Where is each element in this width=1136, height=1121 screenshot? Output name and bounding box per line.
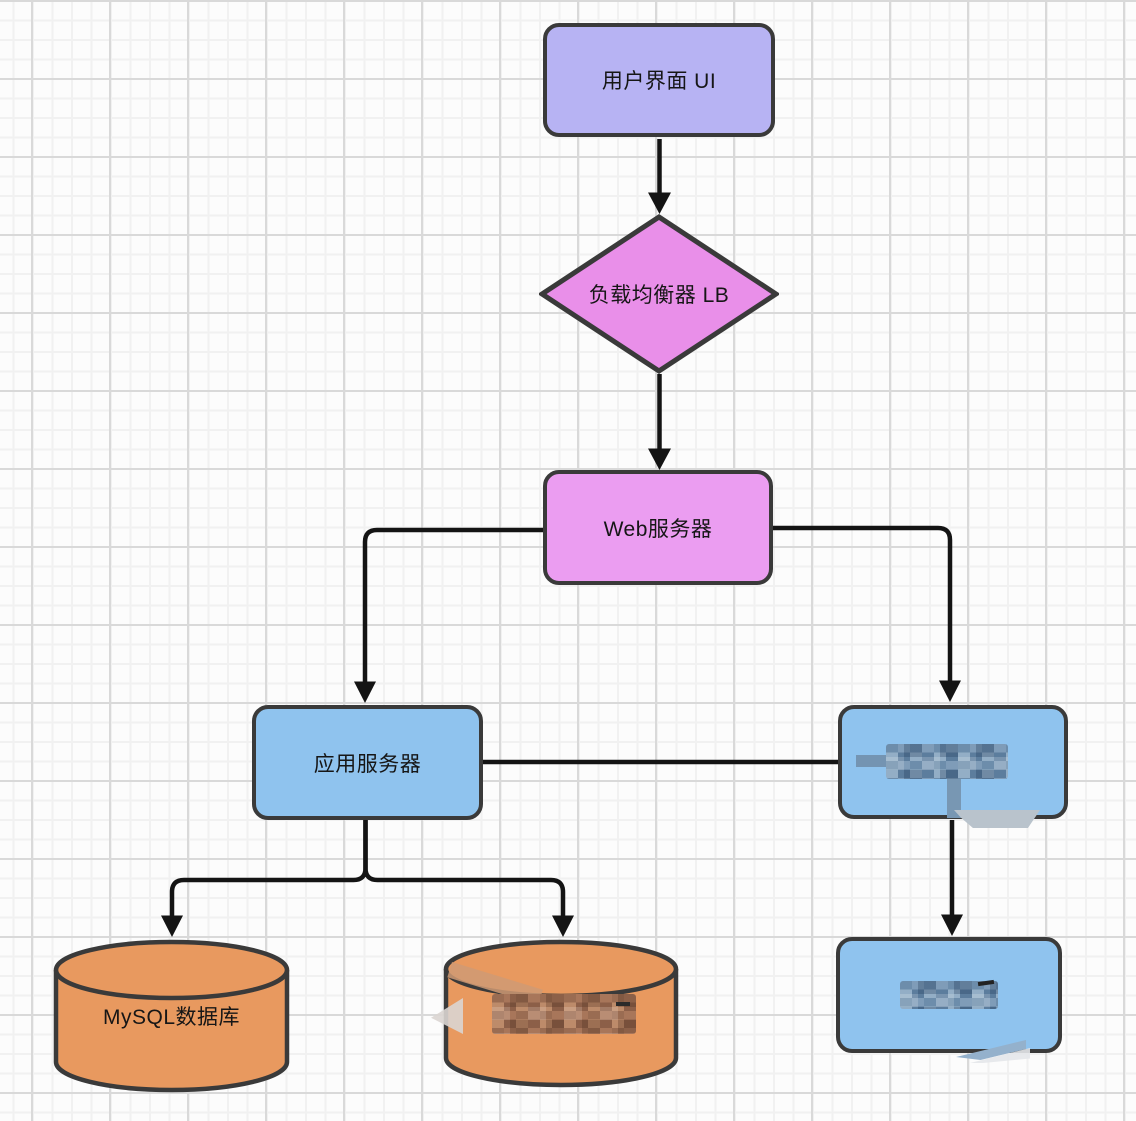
arrowhead-icon xyxy=(354,681,376,703)
redaction-mark xyxy=(616,1002,630,1006)
redaction-mosaic xyxy=(492,994,636,1034)
node-load-balancer[interactable]: 负载均衡器 LB xyxy=(539,214,779,374)
arrowhead-icon xyxy=(161,915,183,937)
node-web-server[interactable]: Web服务器 xyxy=(543,470,773,585)
node-load-balancer-label: 负载均衡器 LB xyxy=(588,284,730,307)
redaction-mosaic xyxy=(900,981,998,1009)
diamond-shape xyxy=(539,214,779,374)
edge-ui-to-lb xyxy=(648,139,671,214)
edge-lb-to-web xyxy=(648,374,671,470)
redaction-mosaic xyxy=(886,744,1008,779)
node-app-server[interactable]: 应用服务器 xyxy=(252,705,483,820)
cylinder-shape xyxy=(53,939,290,1093)
arrowhead-icon xyxy=(648,192,671,214)
node-user-interface-label: 用户界面 UI xyxy=(601,70,717,93)
node-mysql-database[interactable]: MySQL数据库 xyxy=(53,939,290,1093)
arrowhead-icon xyxy=(941,914,963,936)
node-user-interface[interactable]: 用户界面 UI xyxy=(543,23,775,137)
node-app-server-label: 应用服务器 xyxy=(313,752,422,776)
edge-app1-to-mysql xyxy=(161,820,368,937)
edge-app1-to-db2 xyxy=(363,820,574,937)
node-mysql-database-label: MySQL数据库 xyxy=(102,1006,240,1029)
edge-app2-to-box3 xyxy=(941,820,963,936)
edge-web-to-app2 xyxy=(773,525,961,702)
arrowhead-icon xyxy=(648,448,671,470)
arrowhead-icon xyxy=(939,680,961,702)
arrowhead-icon xyxy=(552,915,574,937)
node-web-server-label: Web服务器 xyxy=(603,517,713,541)
redaction-smudge xyxy=(954,810,1040,829)
edge-web-to-app1 xyxy=(354,527,543,703)
